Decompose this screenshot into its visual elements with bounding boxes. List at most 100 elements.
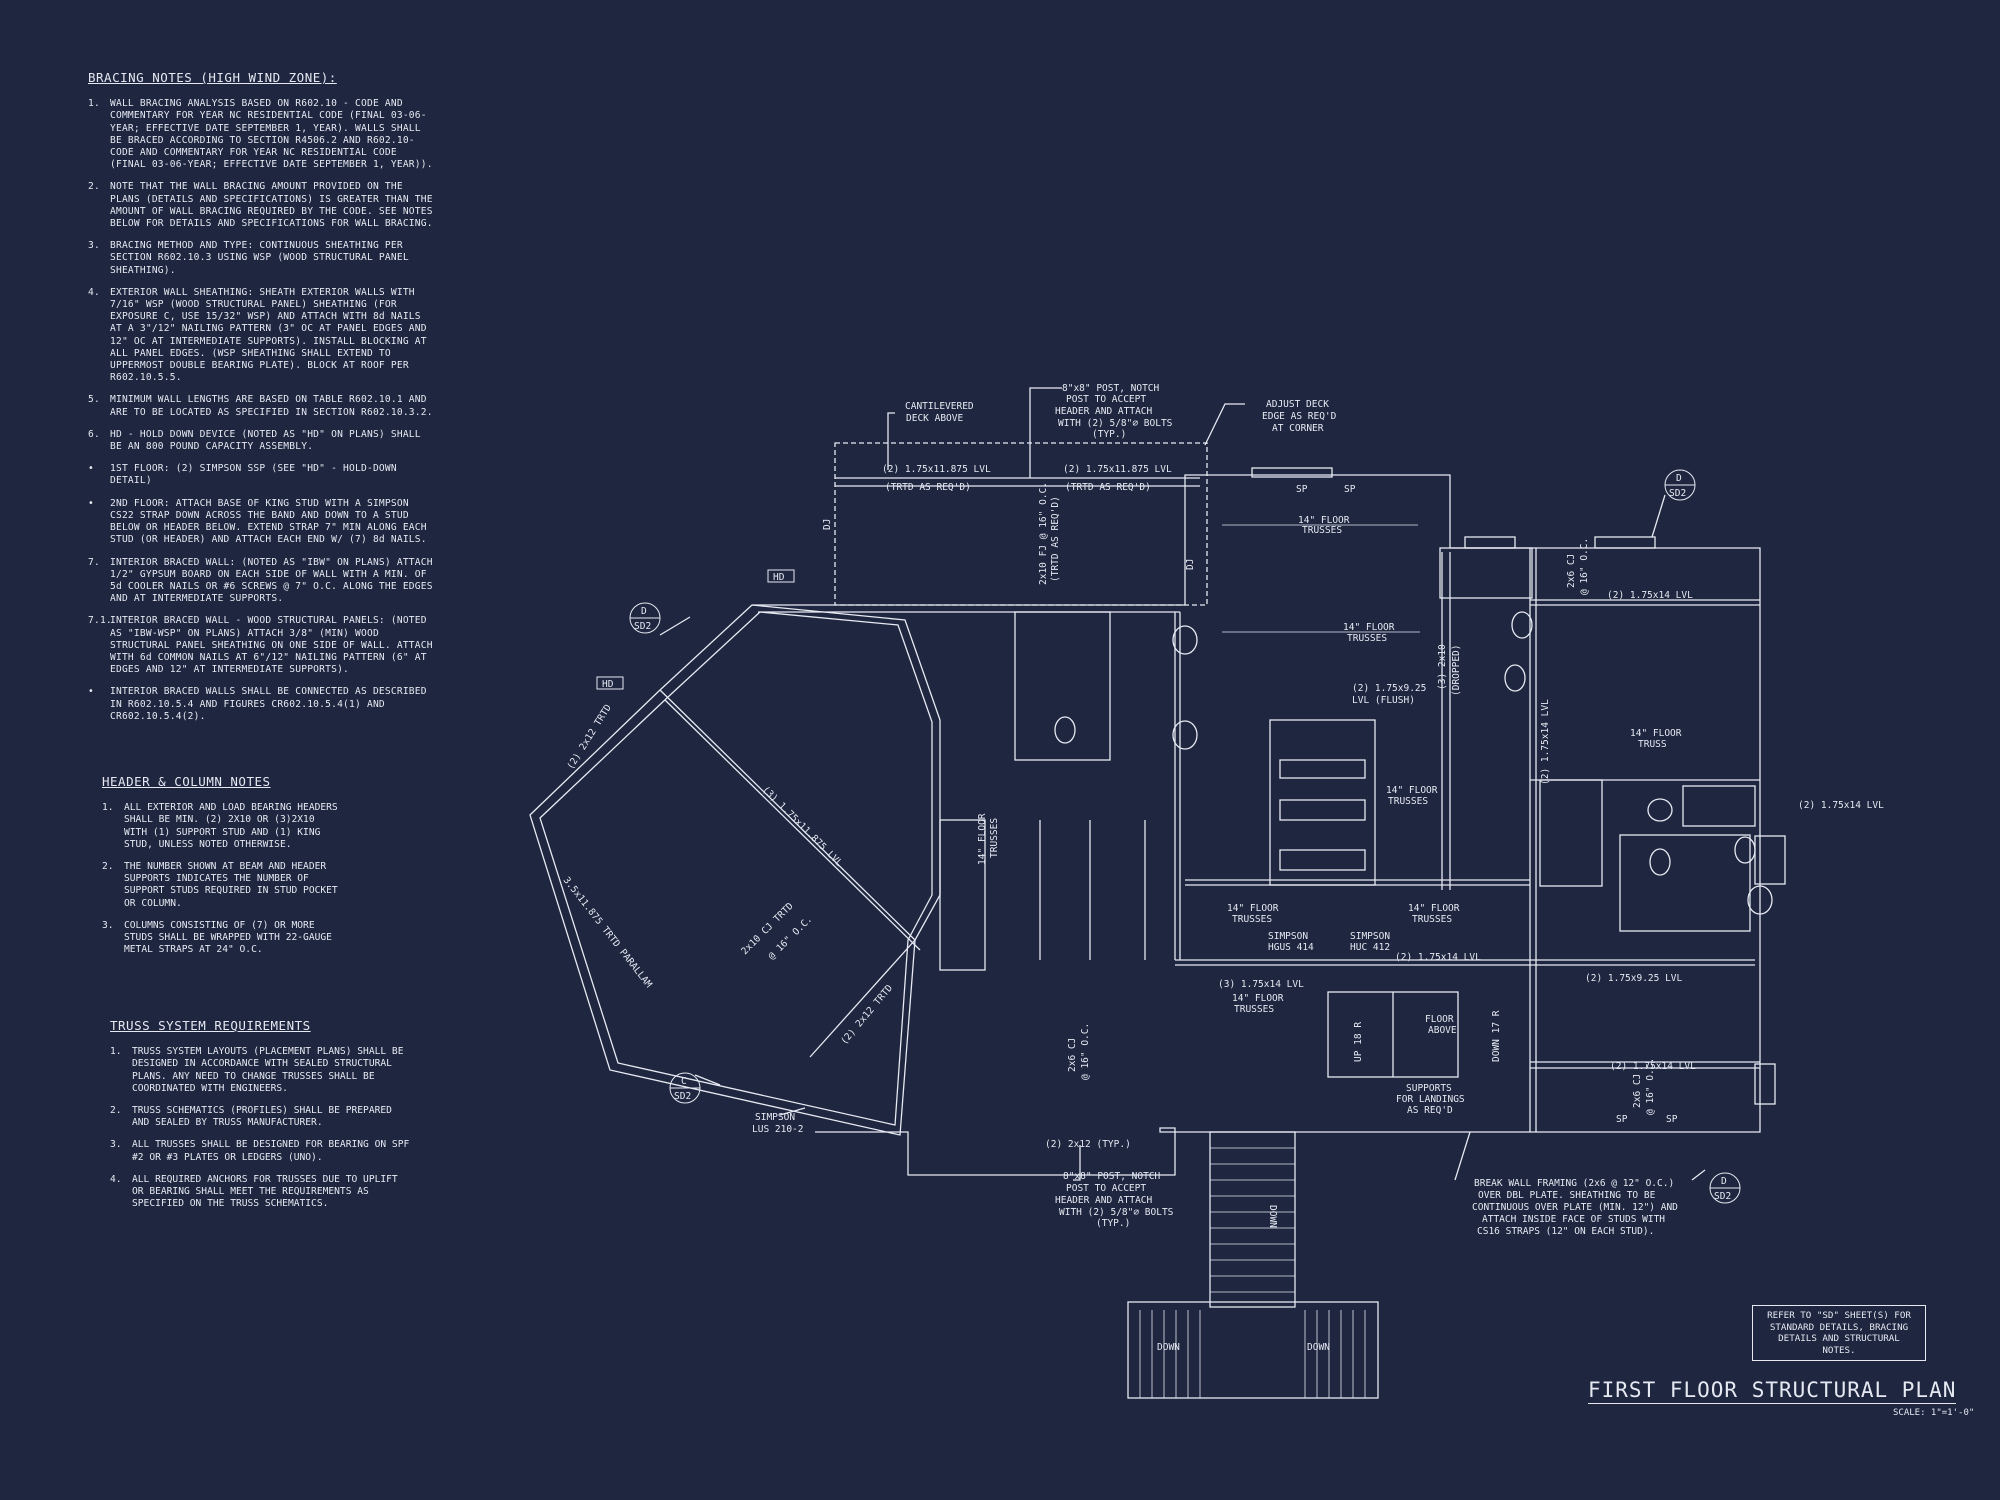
truss-note-text: TRUSS SYSTEM LAYOUTS (PLACEMENT PLANS) S… [132,1046,404,1094]
label-lvl-3-14: (3) 1.75x14 LVL [1218,979,1304,990]
label-trusses-1: TRUSSES [1302,525,1342,536]
svg-text:D: D [641,606,647,617]
label-floor-trusses-7: 14" FLOOR [977,813,988,865]
label-down-stair: DOWN [1267,1205,1278,1228]
svg-text:ATTACH INSIDE FACE OF STUDS WI: ATTACH INSIDE FACE OF STUDS WITH [1482,1214,1665,1225]
truss-note-number: 4. [110,1173,122,1185]
label-lvl-14a: (2) 1.75x14 LVL [1607,590,1693,601]
octagon-room [529,604,941,1136]
bracing-note-text: HD - HOLD DOWN DEVICE (NOTED AS "HD" ON … [110,428,421,453]
label-lvl-b: (2) 1.75x11.875 LVL [1063,464,1172,475]
label-parallam: 3.5x11.875 TRTD PARALLAM [561,875,654,990]
label-trusses-5: TRUSSES [1412,914,1452,925]
svg-text:ADJUST DECK: ADJUST DECK [1266,399,1329,410]
svg-text:POST TO ACCEPT: POST TO ACCEPT [1066,394,1146,405]
label-simpson-huc: SIMPSON HUC 412 [1350,931,1390,953]
svg-text:CS16 STRAPS (12" ON EACH STUD): CS16 STRAPS (12" ON EACH STUD). [1477,1226,1654,1237]
label-lvl-a: (2) 1.75x11.875 LVL [882,464,991,475]
label-cj2-a: 2x6 CJ [1566,554,1577,588]
truss-note-1: 1. TRUSS SYSTEM LAYOUTS (PLACEMENT PLANS)… [110,1046,410,1095]
header-column-notes: HEADER & COLUMN NOTES 1.ALL EXTERIOR AND… [102,775,342,966]
bracing-note-3: 3.BRACING METHOD AND TYPE: CONTINUOUS SH… [88,240,438,277]
bracing-notes-list: 1. WALL BRACING ANALYSIS BASED ON R602.10… [88,98,438,723]
label-lvl-14d: (2) 1.75x14 LVL [1610,1061,1696,1072]
label-trusses-2: TRUSSES [1347,633,1387,644]
section-marker-d-bottom-right: D SD2 [1709,1172,1741,1204]
label-lvl-925b: (2) 1.75x9.25 LVL [1585,973,1683,984]
truss-note-number: 1. [110,1046,122,1058]
label-post-bottom: 8"x8" POST, NOTCH POST TO ACCEPT HEADER … [1055,1171,1174,1229]
label-trusses-3: TRUSSES [1388,796,1428,807]
svg-text:WITH (2) 5/8"⌀ BOLTS: WITH (2) 5/8"⌀ BOLTS [1059,1207,1174,1218]
svg-text:ABOVE: ABOVE [1428,1025,1457,1036]
label-dropped-a: (3) 2x10 [1437,644,1448,690]
main-stair [1209,1131,1296,1308]
label-lvl-14v: (2) 1.75x14 LVL [1540,699,1551,785]
label-lvl-flush: LVL (FLUSH) [1352,695,1415,706]
hd-tag-left: HD [602,679,614,690]
bracing-note-number: 2. [88,181,100,193]
label-lvl-14c: (2) 1.75x14 LVL [1395,952,1481,963]
svg-text:(TYP.): (TYP.) [1092,429,1126,440]
label-simpson-lus: SIMPSON LUS 210-2 [752,1112,803,1135]
bracing-note-number: 6. [88,428,100,440]
svg-text:SIMPSON: SIMPSON [755,1112,795,1123]
label-trtd-2x12a: (2) 2x12 TRTD [565,702,614,771]
svg-text:HUC 412: HUC 412 [1350,942,1390,953]
label-down-left: DOWN [1157,1342,1180,1353]
bracing-notes-title: BRACING NOTES (HIGH WIND ZONE): [88,70,337,85]
svg-text:SD2: SD2 [1714,1191,1731,1202]
header-note-1: 1. ALL EXTERIOR AND LOAD BEARING HEADERS … [102,802,342,851]
svg-text:CONTINUOUS OVER PLATE (MIN. 12: CONTINUOUS OVER PLATE (MIN. 12") AND [1472,1202,1678,1213]
svg-text:POST TO ACCEPT: POST TO ACCEPT [1066,1183,1146,1194]
bracing-note-number: 5. [88,394,100,406]
header-note-number: 1. [102,802,114,814]
bracing-note-2: 2.NOTE THAT THE WALL BRACING AMOUNT PROV… [88,181,438,230]
drawing-title: FIRST FLOOR STRUCTURAL PLAN [1588,1378,1957,1404]
reference-note-box: REFER TO "SD" SHEET(S) FOR STANDARD DETA… [1752,1305,1926,1361]
bracing-note-4: 4.EXTERIOR WALL SHEATHING: SHEATH EXTERI… [88,287,438,385]
svg-text:SD2: SD2 [1669,488,1686,499]
svg-text:AS REQ'D: AS REQ'D [1407,1105,1453,1116]
svg-text:SUPPORTS: SUPPORTS [1406,1083,1452,1094]
label-up18: UP 18 R [1353,1022,1364,1062]
truss-note-2: 2.TRUSS SCHEMATICS (PROFILES) SHALL BE P… [110,1105,410,1129]
bracing-note-text: MINIMUM WALL LENGTHS ARE BASED ON TABLE … [110,394,433,418]
truss-notes: TRUSS SYSTEM REQUIREMENTS 1.TRUSS SYSTEM… [110,1019,410,1220]
svg-text:WITH (2) 5/8"⌀ BOLTS: WITH (2) 5/8"⌀ BOLTS [1058,418,1173,429]
label-cj2-b: @ 16" O.C. [1579,538,1590,595]
header-note-number: 3. [102,919,114,931]
svg-text:FOR LANDINGS: FOR LANDINGS [1396,1094,1465,1105]
header-note-text: ALL EXTERIOR AND LOAD BEARING HEADERS SH… [124,802,338,850]
svg-text:SIMPSON: SIMPSON [1350,931,1390,942]
svg-text:EDGE AS REQ'D: EDGE AS REQ'D [1262,411,1337,422]
bracing-note-8: •2ND FLOOR: ATTACH BASE OF KING STUD WIT… [88,498,438,547]
bracing-note-text: BRACING METHOD AND TYPE: CONTINUOUS SHEA… [110,240,409,276]
hd-tag-top: HD [773,572,785,583]
bracing-note-number: • [88,463,94,475]
label-floor-trusses-3: 14" FLOOR [1386,785,1438,796]
truss-note-4: 4.ALL REQUIRED ANCHORS FOR TRUSSES DUE T… [110,1174,410,1211]
svg-text:SIMPSON: SIMPSON [1268,931,1308,942]
bracing-note-11: •INTERIOR BRACED WALLS SHALL BE CONNECTE… [88,686,438,723]
label-trusses-7: TRUSSES [989,818,1000,858]
section-marker-d-top-right: D SD2 [1664,469,1696,501]
label-post-top: 8"x8" POST, NOTCH POST TO ACCEPT HEADER … [1055,383,1173,440]
svg-text:C: C [681,1076,687,1087]
bracing-note-text: WALL BRACING ANALYSIS BASED ON R602.10 -… [110,98,433,171]
label-cj3-b: @ 16" O.C. [1645,1058,1656,1115]
svg-text:BREAK WALL FRAMING (2x6 @ 12": BREAK WALL FRAMING (2x6 @ 12" O.C.) [1474,1178,1674,1189]
bracing-note-number: • [88,686,94,698]
header-note-text: COLUMNS CONSISTING OF (7) OR MORE STUDS … [124,919,332,956]
truss-note-number: 2. [110,1105,122,1117]
label-sp-3: SP [1616,1114,1628,1125]
bracing-note-7: •1ST FLOOR: (2) SIMPSON SSP (SEE "HD" - … [88,463,438,487]
label-trusses-6: TRUSSES [1234,1004,1274,1015]
label-lvl-3-11875: (3) 1.75x11.875 LVL [760,784,845,869]
label-2x12-typ: (2) 2x12 (TYP.) [1045,1139,1131,1150]
bracing-note-9: 7.INTERIOR BRACED WALL: (NOTED AS "IBW" … [88,557,438,606]
truss-note-number: 3. [110,1139,122,1151]
bracing-note-number: 1. [88,98,100,110]
label-floor-above: FLOOR ABOVE [1425,1014,1457,1036]
label-cj-b: @ 16" O.C. [1080,1023,1091,1080]
